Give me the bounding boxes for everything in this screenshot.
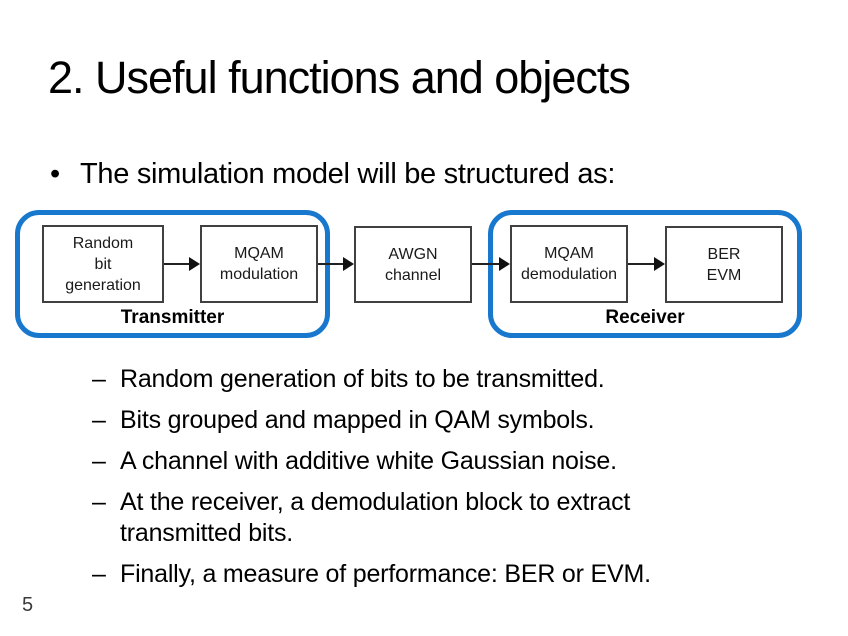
block-mqam-demodulation: MQAM demodulation (510, 225, 628, 303)
page-number: 5 (22, 594, 34, 616)
sub-bullet-text: Bits grouped and mapped in QAM symbols. (120, 406, 595, 434)
list-item: – Random generation of bits to be transm… (92, 364, 754, 395)
block-mqam-modulation: MQAM modulation (200, 225, 318, 303)
block-awgn-channel: AWGN channel (354, 226, 472, 303)
list-item: – At the receiver, a demodulation block … (92, 487, 754, 549)
block-ber-evm: BER EVM (665, 226, 783, 303)
main-bullet: • The simulation model will be structure… (50, 158, 790, 191)
transmitter-label: Transmitter (120, 307, 225, 328)
list-item: – Finally, a measure of performance: BER… (92, 559, 754, 590)
flow-arrow-3 (472, 257, 510, 271)
dash-marker-icon: – (92, 406, 106, 434)
receiver-group-outline (488, 210, 802, 338)
list-item: – A channel with additive white Gaussian… (92, 446, 754, 477)
dash-marker-icon: – (92, 365, 106, 393)
main-bullet-text: The simulation model will be structured … (80, 158, 616, 190)
bullet-marker-icon: • (50, 158, 60, 190)
flow-arrow-2 (318, 257, 354, 271)
sub-bullet-text: Random generation of bits to be transmit… (120, 365, 605, 393)
sub-bullet-text: At the receiver, a demodulation block to… (120, 488, 631, 547)
flow-arrow-1 (164, 257, 200, 271)
dash-marker-icon: – (92, 447, 106, 475)
sub-bullet-list: – Random generation of bits to be transm… (92, 364, 754, 600)
page-title: 2. Useful functions and objects (48, 52, 631, 103)
receiver-label: Receiver (605, 307, 685, 328)
transmitter-group-outline (15, 210, 330, 338)
dash-marker-icon: – (92, 488, 106, 516)
sub-bullet-text: A channel with additive white Gaussian n… (120, 447, 617, 475)
list-item: – Bits grouped and mapped in QAM symbols… (92, 405, 754, 436)
sub-bullet-text: Finally, a measure of performance: BER o… (120, 560, 651, 588)
dash-marker-icon: – (92, 560, 106, 588)
flow-arrow-4 (628, 257, 665, 271)
block-random-bit-generation: Random bit generation (42, 225, 164, 303)
